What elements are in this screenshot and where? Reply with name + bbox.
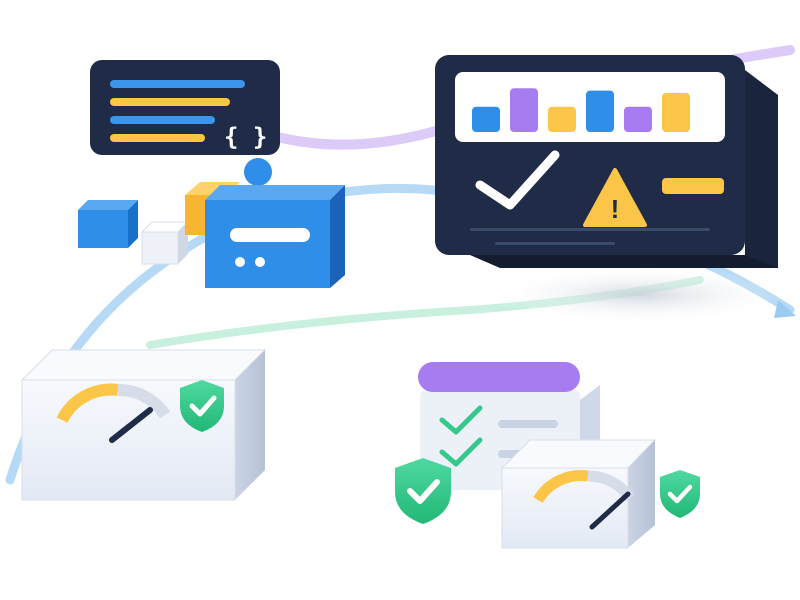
checklist-header bbox=[418, 362, 580, 392]
shield-check-icon bbox=[660, 470, 700, 518]
bar-chart bbox=[472, 88, 690, 132]
divider-line bbox=[470, 228, 710, 231]
warning-triangle-icon: ! bbox=[583, 168, 647, 227]
bar-6 bbox=[662, 92, 690, 132]
check-icon bbox=[439, 405, 483, 435]
gauge-icon bbox=[533, 470, 635, 530]
shield-check-icon bbox=[180, 380, 224, 432]
code-card: { } bbox=[90, 60, 280, 155]
gauge-icon bbox=[56, 383, 171, 443]
check-icon bbox=[475, 150, 560, 210]
code-braces-icon: { } bbox=[224, 123, 267, 151]
bar-2 bbox=[510, 88, 538, 132]
bar-1 bbox=[472, 106, 500, 132]
bar-5 bbox=[624, 106, 652, 132]
server-box-icon bbox=[205, 185, 345, 288]
bar-4 bbox=[586, 90, 614, 132]
shield-check-icon bbox=[395, 458, 451, 524]
bar-3 bbox=[548, 106, 576, 132]
gauge-card-right bbox=[500, 439, 657, 549]
check-icon bbox=[439, 437, 483, 467]
divider-line-short bbox=[495, 242, 615, 245]
dashboard-monitor: ! bbox=[435, 55, 790, 323]
gauge-card-left bbox=[20, 349, 267, 501]
svg-text:!: ! bbox=[611, 194, 620, 224]
status-pill bbox=[662, 178, 724, 194]
